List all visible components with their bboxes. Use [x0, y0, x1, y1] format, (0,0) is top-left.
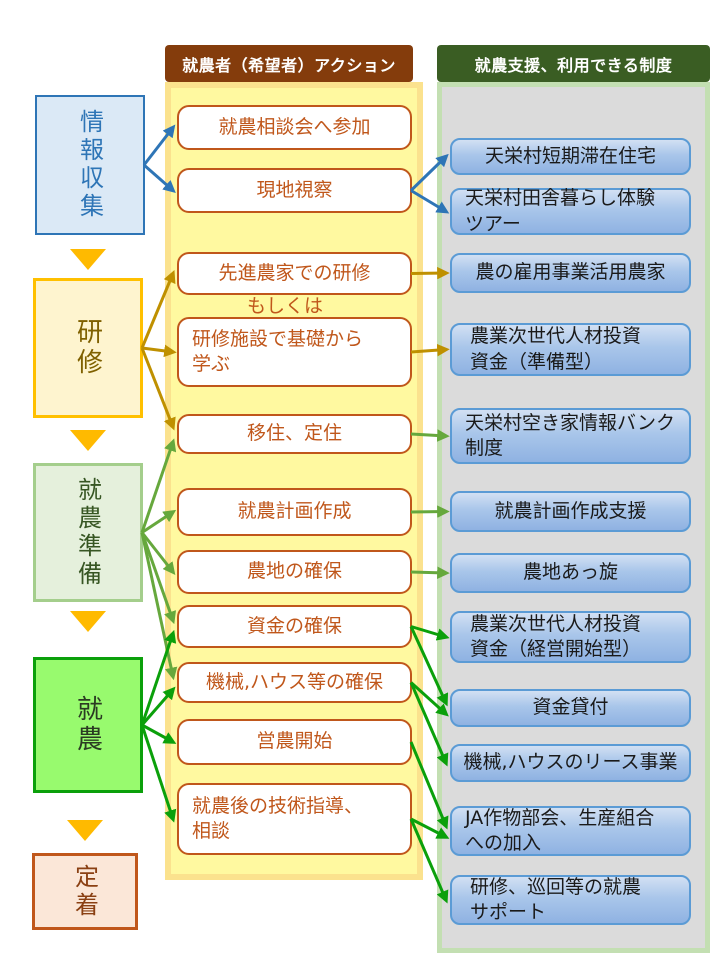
action-post-start-guidance: 就農後の技術指導、 相談 [177, 783, 412, 855]
actions-column-header: 就農者（希望者）アクション [165, 45, 413, 82]
stage-down-arrow-icon [67, 820, 103, 841]
support-employment-program-farms: 農の雇用事業活用農家 [450, 253, 691, 293]
action-training-advanced-farm: 先進農家での研修 [177, 252, 412, 295]
stage-start-farming: 就農 [33, 657, 143, 793]
support-ja-crop-association: JA作物部会、生産組合 への加入 [450, 806, 691, 856]
support-vacant-house-bank: 天栄村空き家情報バンク 制度 [450, 408, 691, 464]
support-column-header: 就農支援、利用できる制度 [437, 45, 710, 82]
support-investment-fund-preparation: 農業次世代人材投資 資金（準備型） [450, 323, 691, 376]
stage-down-arrow-icon [70, 611, 106, 632]
action-secure-machinery: 機械,ハウス等の確保 [177, 662, 412, 703]
action-site-visit: 現地視察 [177, 168, 412, 213]
stage-down-arrow-icon [70, 430, 106, 451]
support-fund-loan: 資金貸付 [450, 689, 691, 727]
action-consultation-meeting: 就農相談会へ参加 [177, 105, 412, 150]
support-short-stay-housing: 天栄村短期滞在住宅 [450, 138, 691, 175]
action-farming-plan: 就農計画作成 [177, 488, 412, 536]
or-label: もしくは [246, 295, 323, 317]
support-farming-plan-support: 就農計画作成支援 [450, 491, 691, 532]
stage-training: 研修 [33, 278, 143, 418]
support-machinery-lease: 機械,ハウスのリース事業 [450, 744, 691, 782]
support-investment-fund-start: 農業次世代人材投資 資金（経営開始型） [450, 611, 691, 663]
support-training-patrol-support: 研修、巡回等の就農 サポート [450, 875, 691, 925]
action-secure-funds: 資金の確保 [177, 605, 412, 648]
stage-information-gathering: 情報収集 [35, 95, 145, 235]
stage-down-arrow-icon [70, 249, 106, 270]
action-training-facility: 研修施設で基礎から 学ぶ [177, 317, 412, 387]
action-start-farm-management: 営農開始 [177, 719, 412, 765]
stage-farming-preparation: 就農準備 [33, 463, 143, 602]
action-migration-settlement: 移住、定住 [177, 414, 412, 454]
support-rural-life-tour: 天栄村田舎暮らし体験 ツアー [450, 187, 691, 235]
stage-settlement: 定着 [32, 853, 138, 930]
support-farmland-mediation: 農地あっ旋 [450, 553, 691, 593]
action-secure-farmland: 農地の確保 [177, 550, 412, 594]
